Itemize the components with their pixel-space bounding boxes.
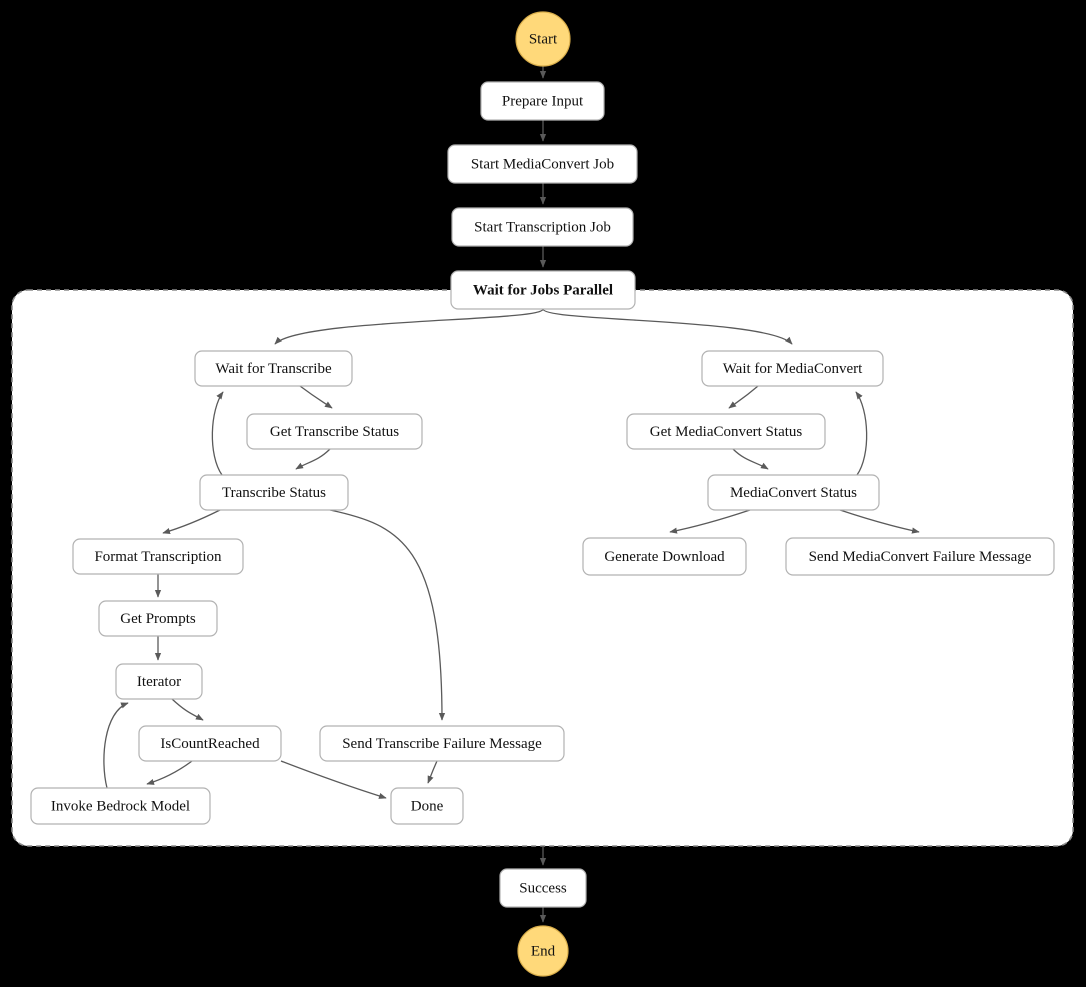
edge-wait_transcribe-to-get_transcribe_status bbox=[299, 385, 333, 409]
node-success[interactable]: Success bbox=[499, 868, 587, 908]
edge-wait_jobs_parallel-to-wait_mediaconvert bbox=[542, 308, 793, 345]
node-label-wait_transcribe: Wait for Transcribe bbox=[215, 361, 332, 377]
node-wait_mediaconvert[interactable]: Wait for MediaConvert bbox=[701, 350, 884, 387]
edge-invoke_bedrock_model-to-iterator bbox=[103, 702, 129, 789]
edge-get_mediaconvert_status-to-mediaconvert_status bbox=[732, 448, 769, 470]
node-label-transcribe_status: Transcribe Status bbox=[222, 485, 326, 501]
node-shape-get_transcribe_status bbox=[246, 413, 423, 450]
node-label-done: Done bbox=[411, 798, 444, 814]
edge-transcribe_status-to-format_transcription bbox=[162, 509, 221, 535]
node-is_count_reached[interactable]: IsCountReached bbox=[138, 725, 282, 762]
node-shape-invoke_bedrock_model bbox=[30, 787, 211, 825]
node-label-get_prompts: Get Prompts bbox=[120, 611, 196, 627]
node-mediaconvert_status[interactable]: MediaConvert Status bbox=[707, 474, 880, 511]
node-wait_jobs_parallel[interactable]: Wait for Jobs Parallel bbox=[450, 270, 636, 310]
node-transcribe_status[interactable]: Transcribe Status bbox=[199, 474, 349, 511]
node-shape-generate_download bbox=[582, 537, 747, 576]
node-shape-send_transcribe_fail bbox=[319, 725, 565, 762]
node-shape-wait_mediaconvert bbox=[701, 350, 884, 387]
node-get_mediaconvert_status[interactable]: Get MediaConvert Status bbox=[626, 413, 826, 450]
node-generate_download[interactable]: Generate Download bbox=[582, 537, 747, 576]
node-label-wait_mediaconvert: Wait for MediaConvert bbox=[723, 361, 863, 377]
edge-transcribe_status-to-send_transcribe_fail bbox=[329, 509, 446, 721]
node-send_mc_fail[interactable]: Send MediaConvert Failure Message bbox=[785, 537, 1055, 576]
node-label-invoke_bedrock_model: Invoke Bedrock Model bbox=[51, 798, 190, 814]
edge-mediaconvert_status-to-generate_download bbox=[669, 509, 751, 534]
edge-mediaconvert_status-to-wait_mediaconvert bbox=[855, 391, 868, 476]
node-shape-end bbox=[517, 925, 569, 977]
node-invoke_bedrock_model[interactable]: Invoke Bedrock Model bbox=[30, 787, 211, 825]
node-shape-wait_transcribe bbox=[194, 350, 353, 387]
node-start_mediaconvert[interactable]: Start MediaConvert Job bbox=[447, 144, 638, 184]
node-start[interactable]: Start bbox=[515, 11, 571, 67]
edge-get_transcribe_status-to-transcribe_status bbox=[295, 448, 331, 470]
edge-layer bbox=[103, 66, 920, 923]
node-shape-wait_jobs_parallel bbox=[450, 270, 636, 310]
edge-transcribe_status-to-wait_transcribe bbox=[211, 391, 224, 476]
node-start_transcription[interactable]: Start Transcription Job bbox=[451, 207, 634, 247]
node-label-prepare_input: Prepare Input bbox=[502, 93, 584, 109]
node-label-start: Start bbox=[529, 31, 558, 47]
node-shape-get_prompts bbox=[98, 600, 218, 637]
node-get_transcribe_status[interactable]: Get Transcribe Status bbox=[246, 413, 423, 450]
node-label-iterator: Iterator bbox=[137, 674, 181, 690]
node-label-send_mc_fail: Send MediaConvert Failure Message bbox=[809, 549, 1032, 565]
node-label-get_transcribe_status: Get Transcribe Status bbox=[270, 424, 399, 440]
edge-iterator-to-is_count_reached bbox=[171, 698, 204, 721]
edge-is_count_reached-to-done bbox=[280, 760, 387, 799]
node-shape-done bbox=[390, 787, 464, 825]
node-shape-send_mc_fail bbox=[785, 537, 1055, 576]
node-shape-iterator bbox=[115, 663, 203, 700]
node-shape-success bbox=[499, 868, 587, 908]
node-label-is_count_reached: IsCountReached bbox=[160, 736, 260, 752]
node-label-start_transcription: Start Transcription Job bbox=[474, 219, 611, 235]
node-label-wait_jobs_parallel: Wait for Jobs Parallel bbox=[473, 282, 613, 298]
edge-is_count_reached-to-invoke_bedrock_model bbox=[146, 760, 193, 785]
node-prepare_input[interactable]: Prepare Input bbox=[480, 81, 605, 121]
node-send_transcribe_fail[interactable]: Send Transcribe Failure Message bbox=[319, 725, 565, 762]
node-shape-start bbox=[515, 11, 571, 67]
node-shape-get_mediaconvert_status bbox=[626, 413, 826, 450]
node-label-mediaconvert_status: MediaConvert Status bbox=[730, 485, 857, 501]
node-label-generate_download: Generate Download bbox=[604, 549, 725, 565]
edge-mediaconvert_status-to-send_mc_fail bbox=[839, 509, 920, 534]
node-label-success: Success bbox=[519, 880, 567, 896]
node-shape-prepare_input bbox=[480, 81, 605, 121]
node-iterator[interactable]: Iterator bbox=[115, 663, 203, 700]
node-wait_transcribe[interactable]: Wait for Transcribe bbox=[194, 350, 353, 387]
node-shape-transcribe_status bbox=[199, 474, 349, 511]
node-label-send_transcribe_fail: Send Transcribe Failure Message bbox=[342, 736, 542, 752]
node-label-start_mediaconvert: Start MediaConvert Job bbox=[471, 156, 614, 172]
edge-wait_mediaconvert-to-get_mediaconvert_status bbox=[728, 385, 759, 409]
node-label-get_mediaconvert_status: Get MediaConvert Status bbox=[650, 424, 803, 440]
node-label-format_transcription: Format Transcription bbox=[94, 549, 222, 565]
node-format_transcription[interactable]: Format Transcription bbox=[72, 538, 244, 575]
node-shape-is_count_reached bbox=[138, 725, 282, 762]
edge-send_transcribe_fail-to-done bbox=[427, 760, 438, 784]
node-shape-start_mediaconvert bbox=[447, 144, 638, 184]
edge-wait_jobs_parallel-to-wait_transcribe bbox=[274, 308, 544, 345]
node-shape-start_transcription bbox=[451, 207, 634, 247]
node-label-end: End bbox=[531, 943, 556, 959]
node-done[interactable]: Done bbox=[390, 787, 464, 825]
node-shape-format_transcription bbox=[72, 538, 244, 575]
node-get_prompts[interactable]: Get Prompts bbox=[98, 600, 218, 637]
node-end[interactable]: End bbox=[517, 925, 569, 977]
node-shape-mediaconvert_status bbox=[707, 474, 880, 511]
